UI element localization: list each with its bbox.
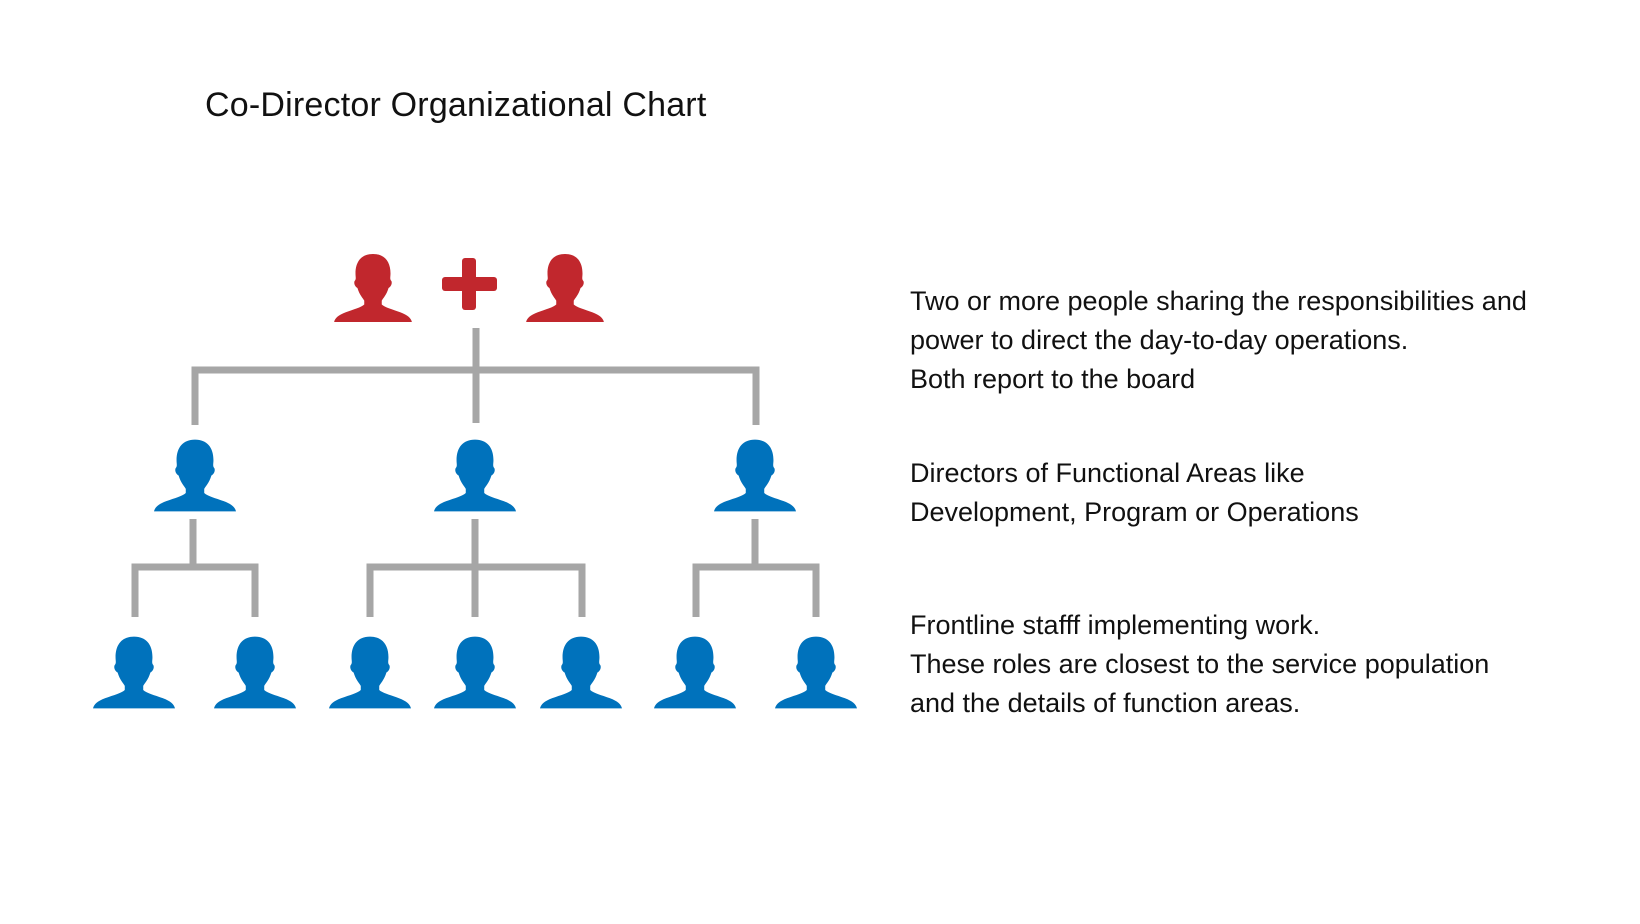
co-director-2-person-icon bbox=[526, 253, 604, 322]
directors bbox=[154, 439, 796, 512]
description-line: Development, Program or Operations bbox=[910, 497, 1359, 527]
director-1-connector bbox=[131, 519, 259, 617]
director-3-connector bbox=[692, 519, 820, 617]
co-directors-description: Two or more people sharing the responsib… bbox=[910, 282, 1527, 399]
connector-lines bbox=[131, 328, 820, 617]
staff-1-person-icon bbox=[93, 636, 175, 709]
director-1-person-icon bbox=[154, 439, 236, 512]
page-title: Co-Director Organizational Chart bbox=[205, 86, 707, 124]
description-line: Frontline stafff implementing work. bbox=[910, 610, 1321, 640]
frontline-description: Frontline stafff implementing work. Thes… bbox=[910, 606, 1489, 723]
co-directors bbox=[334, 253, 604, 322]
staff-3-person-icon bbox=[329, 636, 411, 709]
org-chart-diagram bbox=[93, 253, 857, 709]
director-2-person-icon bbox=[434, 439, 516, 512]
top-connector bbox=[191, 328, 760, 425]
director-2-connector bbox=[366, 519, 586, 617]
director-3-person-icon bbox=[714, 439, 796, 512]
description-line: Both report to the board bbox=[910, 364, 1196, 394]
directors-description: Directors of Functional Areas like Devel… bbox=[910, 454, 1359, 532]
description-line: and the details of function areas. bbox=[910, 688, 1301, 718]
description-line: These roles are closest to the service p… bbox=[910, 649, 1490, 679]
description-line: Directors of Functional Areas like bbox=[910, 458, 1305, 488]
staff-4-person-icon bbox=[434, 636, 516, 709]
plus-icon bbox=[442, 258, 497, 310]
staff-5-person-icon bbox=[540, 636, 622, 709]
description-line: Two or more people sharing the responsib… bbox=[910, 286, 1527, 316]
co-director-1-person-icon bbox=[334, 253, 412, 322]
staff-2-person-icon bbox=[214, 636, 296, 709]
staff-6-person-icon bbox=[654, 636, 736, 709]
staff-7-person-icon bbox=[775, 636, 857, 709]
frontline-staff bbox=[93, 636, 857, 709]
description-line: power to direct the day-to-day operation… bbox=[910, 325, 1409, 355]
